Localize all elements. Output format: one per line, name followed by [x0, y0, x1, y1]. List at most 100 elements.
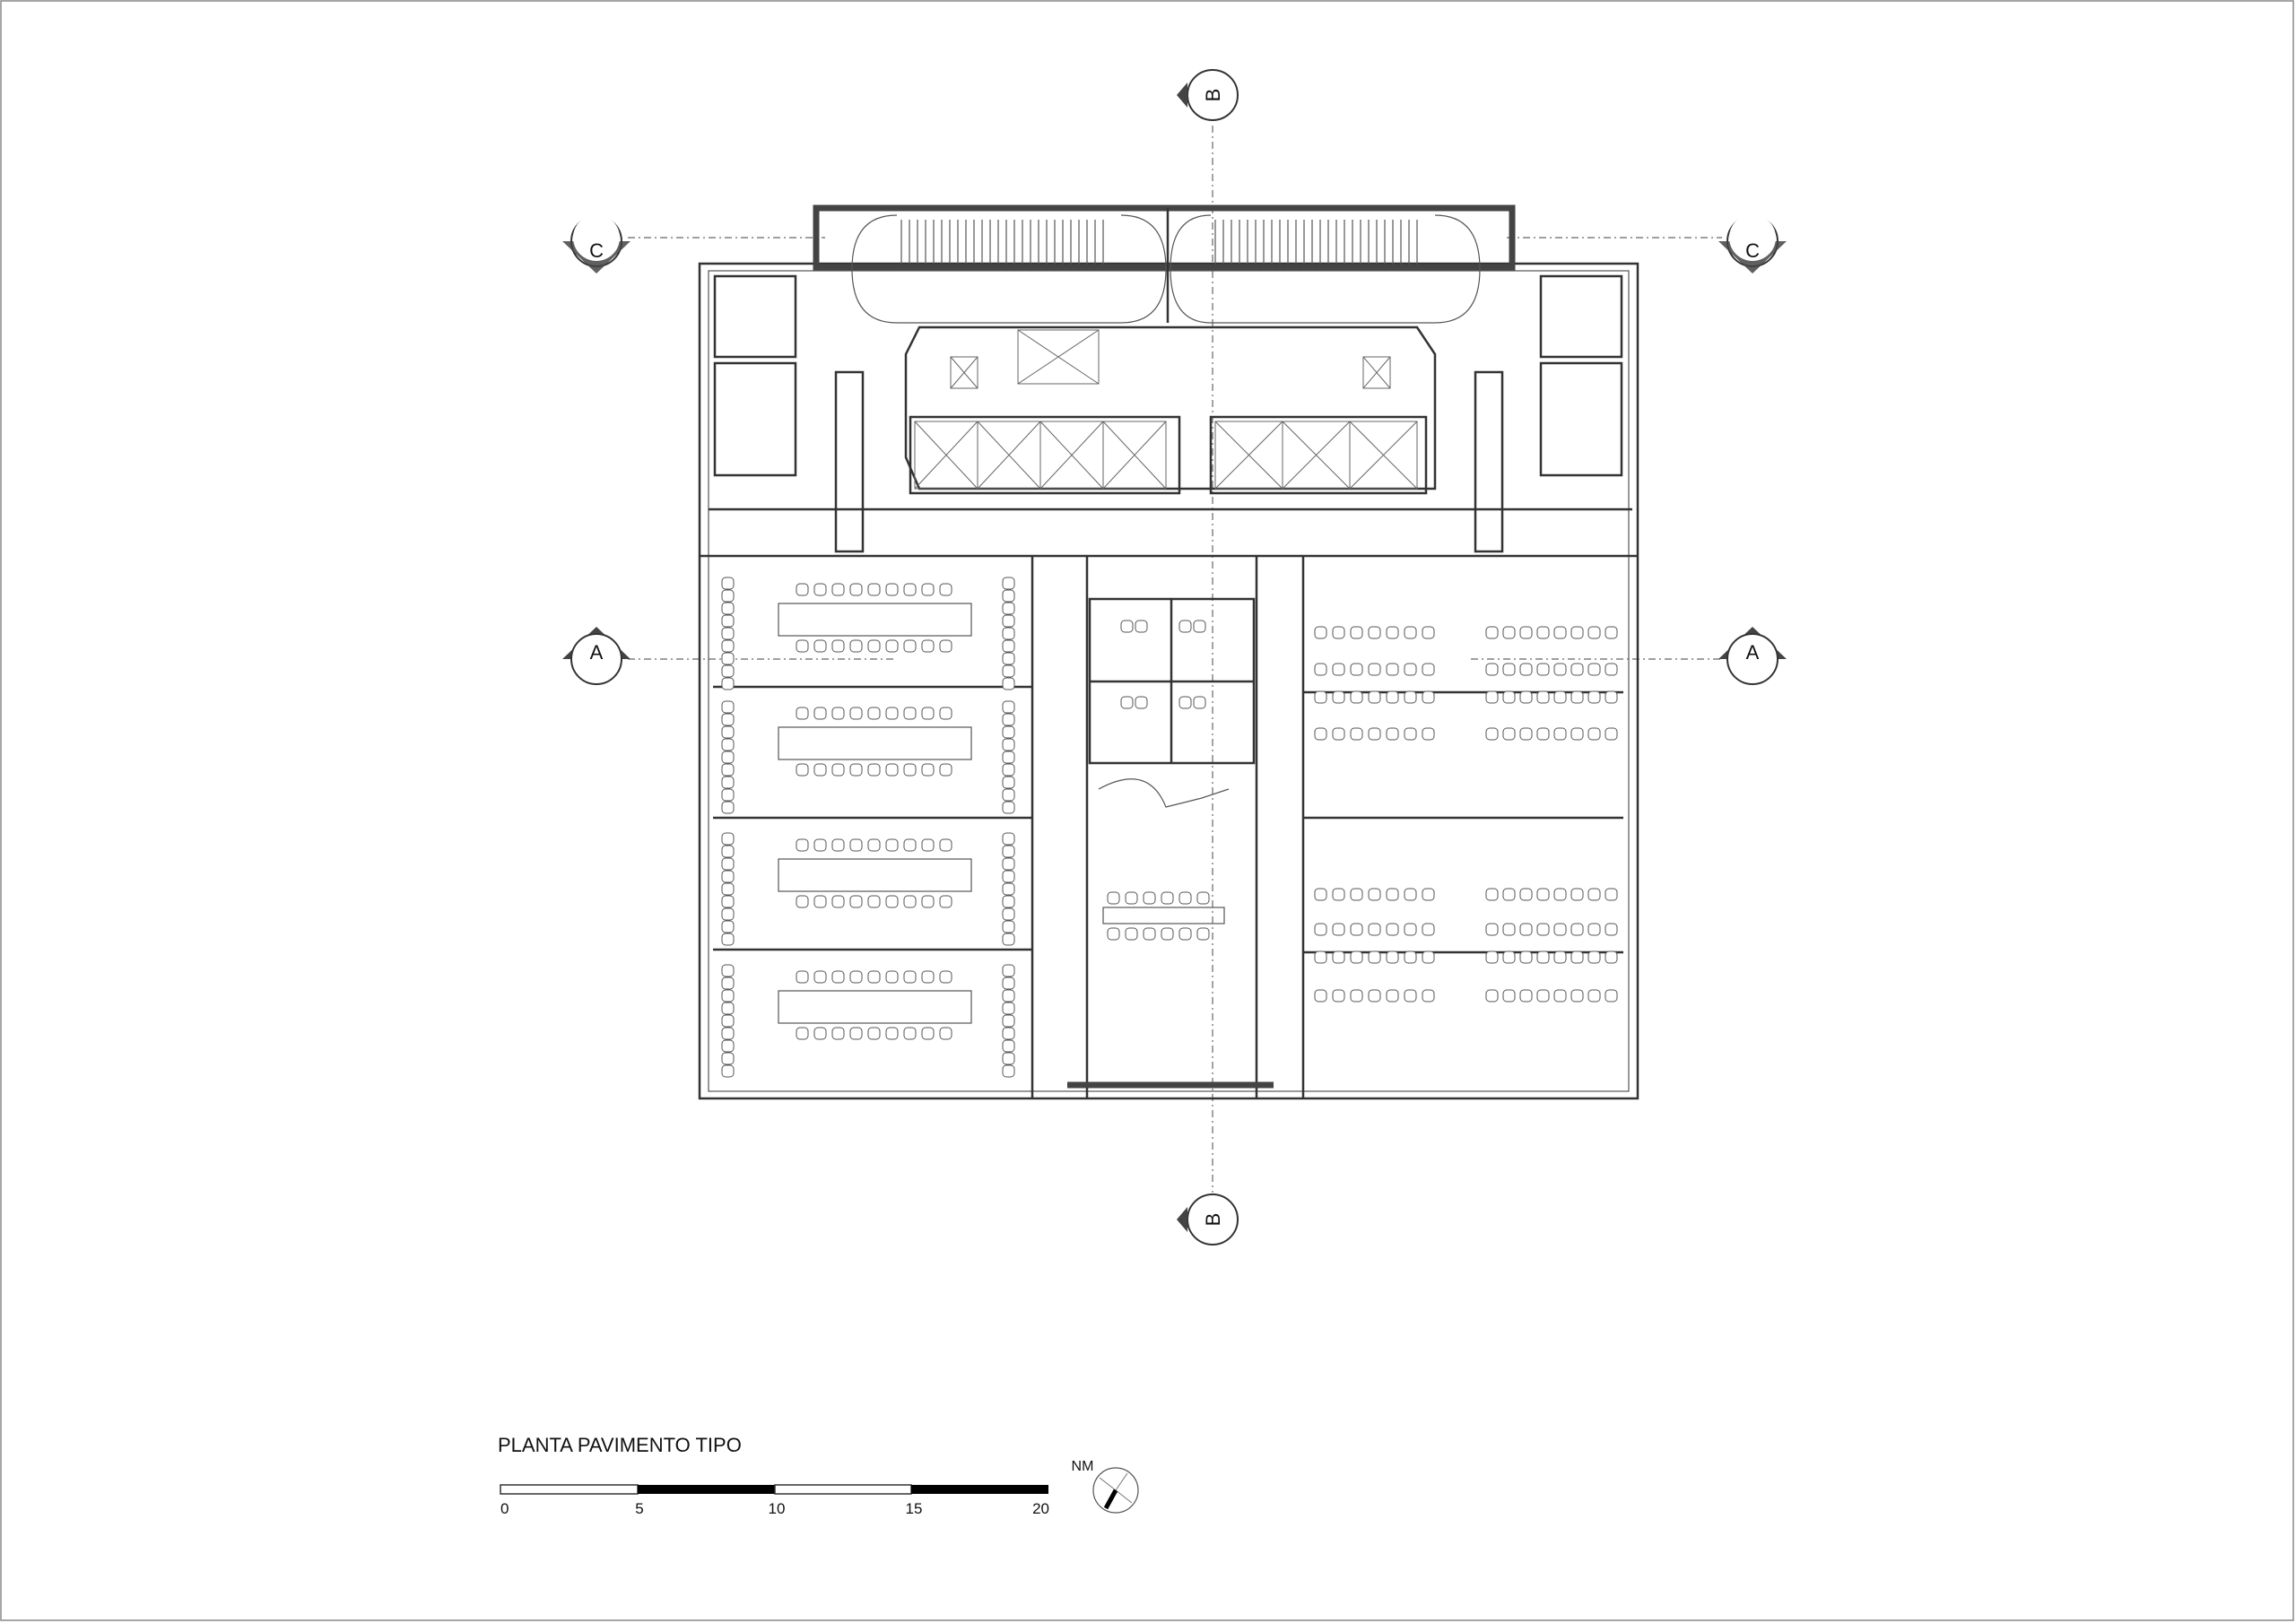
- chair: [1350, 888, 1363, 901]
- restrooms: [709, 274, 1632, 511]
- chair: [796, 639, 809, 653]
- chair: [721, 933, 735, 946]
- chair: [1368, 663, 1381, 676]
- chair: [1332, 663, 1345, 676]
- chair: [921, 895, 935, 908]
- service-core: [834, 325, 1504, 553]
- shaft: [1349, 421, 1418, 490]
- chair: [721, 713, 735, 726]
- chair: [1519, 663, 1533, 676]
- chair: [1553, 690, 1567, 704]
- chair: [1404, 923, 1417, 936]
- chair: [1002, 832, 1015, 846]
- chair: [1485, 626, 1499, 639]
- chair: [813, 970, 827, 984]
- chair: [721, 1064, 735, 1078]
- chair: [1605, 626, 1618, 639]
- conference-table: [778, 726, 972, 760]
- chair: [721, 845, 735, 858]
- chair: [1404, 727, 1417, 741]
- chair: [1314, 923, 1327, 936]
- chair: [1332, 690, 1345, 704]
- section-label: C: [1745, 239, 1760, 262]
- north-label: NM: [1072, 1459, 1094, 1474]
- chair: [1314, 663, 1327, 676]
- north-arrow: NM: [1072, 1459, 1139, 1514]
- chair: [921, 763, 935, 777]
- conference-table: [778, 990, 972, 1024]
- chair: [1587, 888, 1601, 901]
- chair: [1332, 923, 1345, 936]
- chair: [1002, 713, 1015, 726]
- chair: [921, 838, 935, 852]
- chair: [903, 583, 917, 596]
- conference-table: [778, 603, 972, 637]
- chair: [1485, 663, 1499, 676]
- chair: [1002, 1064, 1015, 1078]
- chair: [1332, 950, 1345, 964]
- chair: [1332, 727, 1345, 741]
- chair: [1404, 690, 1417, 704]
- chair: [1178, 891, 1192, 905]
- chair: [1002, 870, 1015, 883]
- chair: [831, 583, 845, 596]
- section-label: B: [1202, 89, 1224, 102]
- shaft-cross: [1039, 421, 1104, 490]
- chair: [721, 870, 735, 883]
- chair: [849, 838, 863, 852]
- chair: [921, 707, 935, 720]
- chair: [867, 895, 881, 908]
- chair: [1587, 727, 1601, 741]
- chair: [1386, 989, 1399, 1002]
- chair: [1502, 923, 1516, 936]
- chair: [1002, 776, 1015, 789]
- chair: [831, 639, 845, 653]
- chair: [1002, 1039, 1015, 1053]
- chair: [939, 763, 952, 777]
- chair: [1178, 927, 1192, 941]
- chair: [1570, 690, 1584, 704]
- chair: [1536, 690, 1550, 704]
- section-label: A: [1746, 641, 1760, 664]
- chair: [867, 763, 881, 777]
- chair: [721, 920, 735, 933]
- chair: [1002, 614, 1015, 628]
- chair: [867, 970, 881, 984]
- chair: [1178, 696, 1192, 709]
- chair: [1404, 663, 1417, 676]
- section-marker-b-top: B: [1177, 69, 1239, 121]
- chair: [939, 639, 952, 653]
- chair: [1485, 989, 1499, 1002]
- chair: [1570, 950, 1584, 964]
- chair: [921, 639, 935, 653]
- chair: [1553, 888, 1567, 901]
- section-label: B: [1202, 1213, 1224, 1227]
- chair: [903, 639, 917, 653]
- chair: [903, 970, 917, 984]
- chair: [885, 639, 899, 653]
- chair: [1536, 663, 1550, 676]
- chair: [1553, 663, 1567, 676]
- chair: [813, 707, 827, 720]
- chair: [1605, 663, 1618, 676]
- chair: [831, 1027, 845, 1040]
- chair: [1422, 989, 1435, 1002]
- chair: [1002, 1027, 1015, 1040]
- shaft-cross: [1102, 421, 1167, 490]
- chair: [1002, 738, 1015, 751]
- chair: [903, 707, 917, 720]
- chair: [1107, 927, 1120, 941]
- chair: [813, 583, 827, 596]
- chair: [721, 776, 735, 789]
- chair: [1002, 763, 1015, 777]
- chair: [1485, 727, 1499, 741]
- chair: [1120, 620, 1134, 633]
- chair: [867, 583, 881, 596]
- chair: [1002, 751, 1015, 764]
- shaft-cross: [1362, 356, 1391, 389]
- section-label: A: [590, 641, 604, 664]
- chair: [813, 838, 827, 852]
- chair: [1196, 891, 1210, 905]
- chair: [1502, 888, 1516, 901]
- chair: [1350, 690, 1363, 704]
